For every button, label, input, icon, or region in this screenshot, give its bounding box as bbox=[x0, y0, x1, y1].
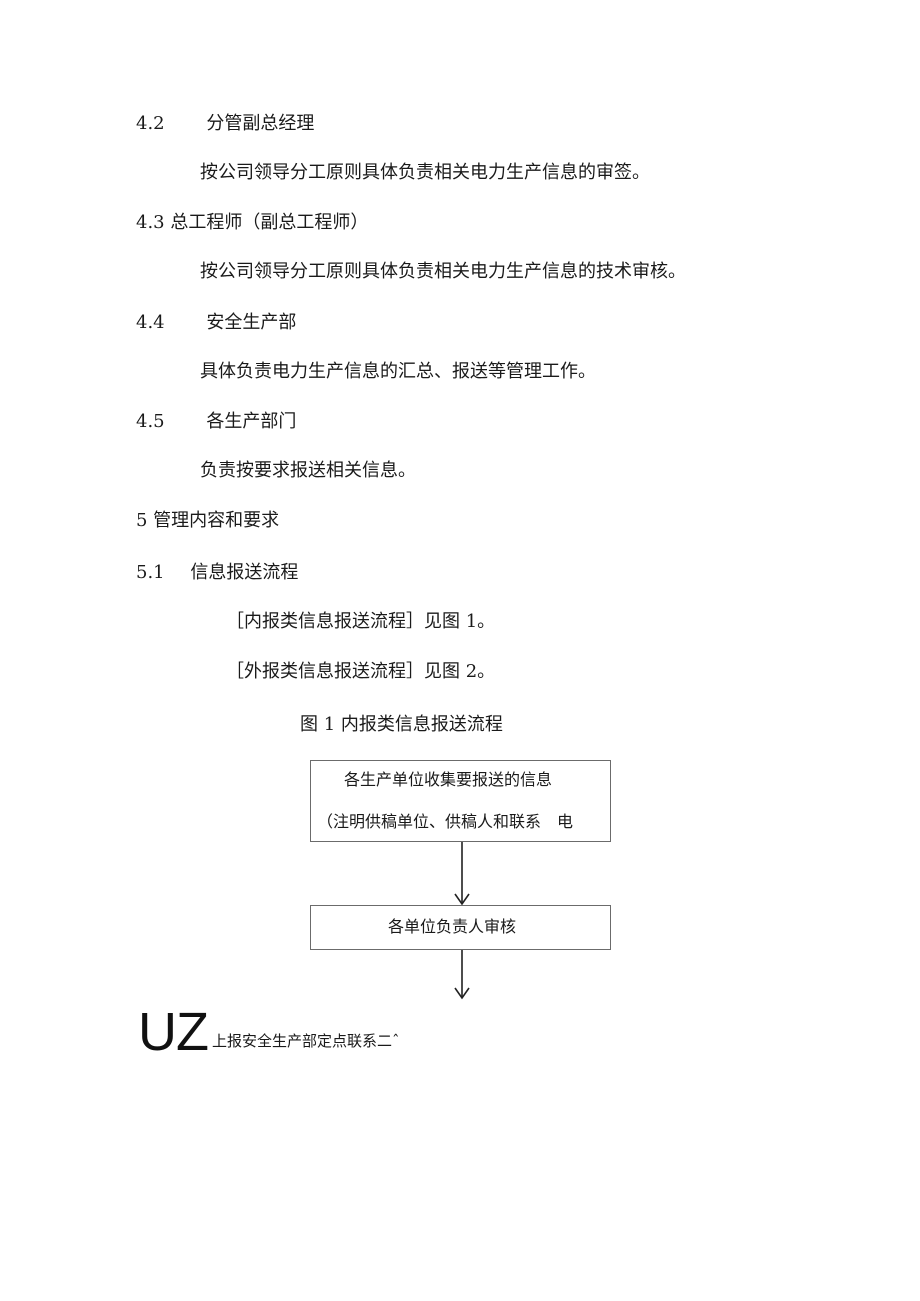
arrow-down-icon bbox=[454, 950, 470, 1000]
section-4-3-heading: 4.3 总工程师（副总工程师） bbox=[136, 212, 369, 233]
flowchart-box-text: 各生产单位收集要报送的信息 bbox=[344, 770, 553, 789]
flowchart-box-text: （注明供稿单位、供稿人和联系 电 bbox=[317, 812, 574, 831]
section-title: 分管副总经理 bbox=[206, 113, 315, 134]
garbled-tail-text: 上报安全生产部定点联系二ˆ bbox=[212, 1032, 400, 1050]
section-4-4-heading: 4.4 安全生产部 bbox=[136, 311, 296, 335]
section-title: 安全生产部 bbox=[206, 312, 297, 333]
flowchart-box-review: 各单位负责人审核 bbox=[310, 905, 611, 950]
flow-reference-item: ［内报类信息报送流程］见图 1。 bbox=[226, 611, 496, 632]
section-4-2-heading: 4.2 分管副总经理 bbox=[136, 112, 314, 136]
section-number: 4.2 bbox=[136, 113, 165, 134]
section-4-2-body: 按公司领导分工原则具体负责相关电力生产信息的审签。 bbox=[200, 162, 650, 183]
section-5-heading: 5 管理内容和要求 bbox=[136, 510, 280, 531]
section-number: 4.5 bbox=[136, 411, 165, 432]
flow-reference-item: ［外报类信息报送流程］见图 2。 bbox=[226, 661, 496, 682]
section-4-3-body: 按公司领导分工原则具体负责相关电力生产信息的技术审核。 bbox=[200, 261, 686, 282]
section-title: 各生产部门 bbox=[206, 411, 297, 432]
figure-caption: 图 1 内报类信息报送流程 bbox=[300, 714, 503, 735]
section-4-4-body: 具体负责电力生产信息的汇总、报送等管理工作。 bbox=[200, 361, 596, 382]
section-title: 信息报送流程 bbox=[190, 562, 299, 583]
section-5-1-heading: 5.1 信息报送流程 bbox=[136, 561, 298, 585]
section-number: 5.1 bbox=[136, 562, 165, 583]
section-4-5-body: 负责按要求报送相关信息。 bbox=[200, 460, 416, 481]
flowchart-box-collect: 各生产单位收集要报送的信息 （注明供稿单位、供稿人和联系 电 bbox=[310, 760, 611, 842]
flowchart-box-text: 各单位负责人审核 bbox=[388, 917, 517, 936]
garbled-mark: UZ bbox=[138, 1002, 209, 1062]
arrow-down-icon bbox=[454, 842, 470, 906]
section-number: 4.4 bbox=[136, 312, 165, 333]
section-4-5-heading: 4.5 各生产部门 bbox=[136, 410, 296, 434]
